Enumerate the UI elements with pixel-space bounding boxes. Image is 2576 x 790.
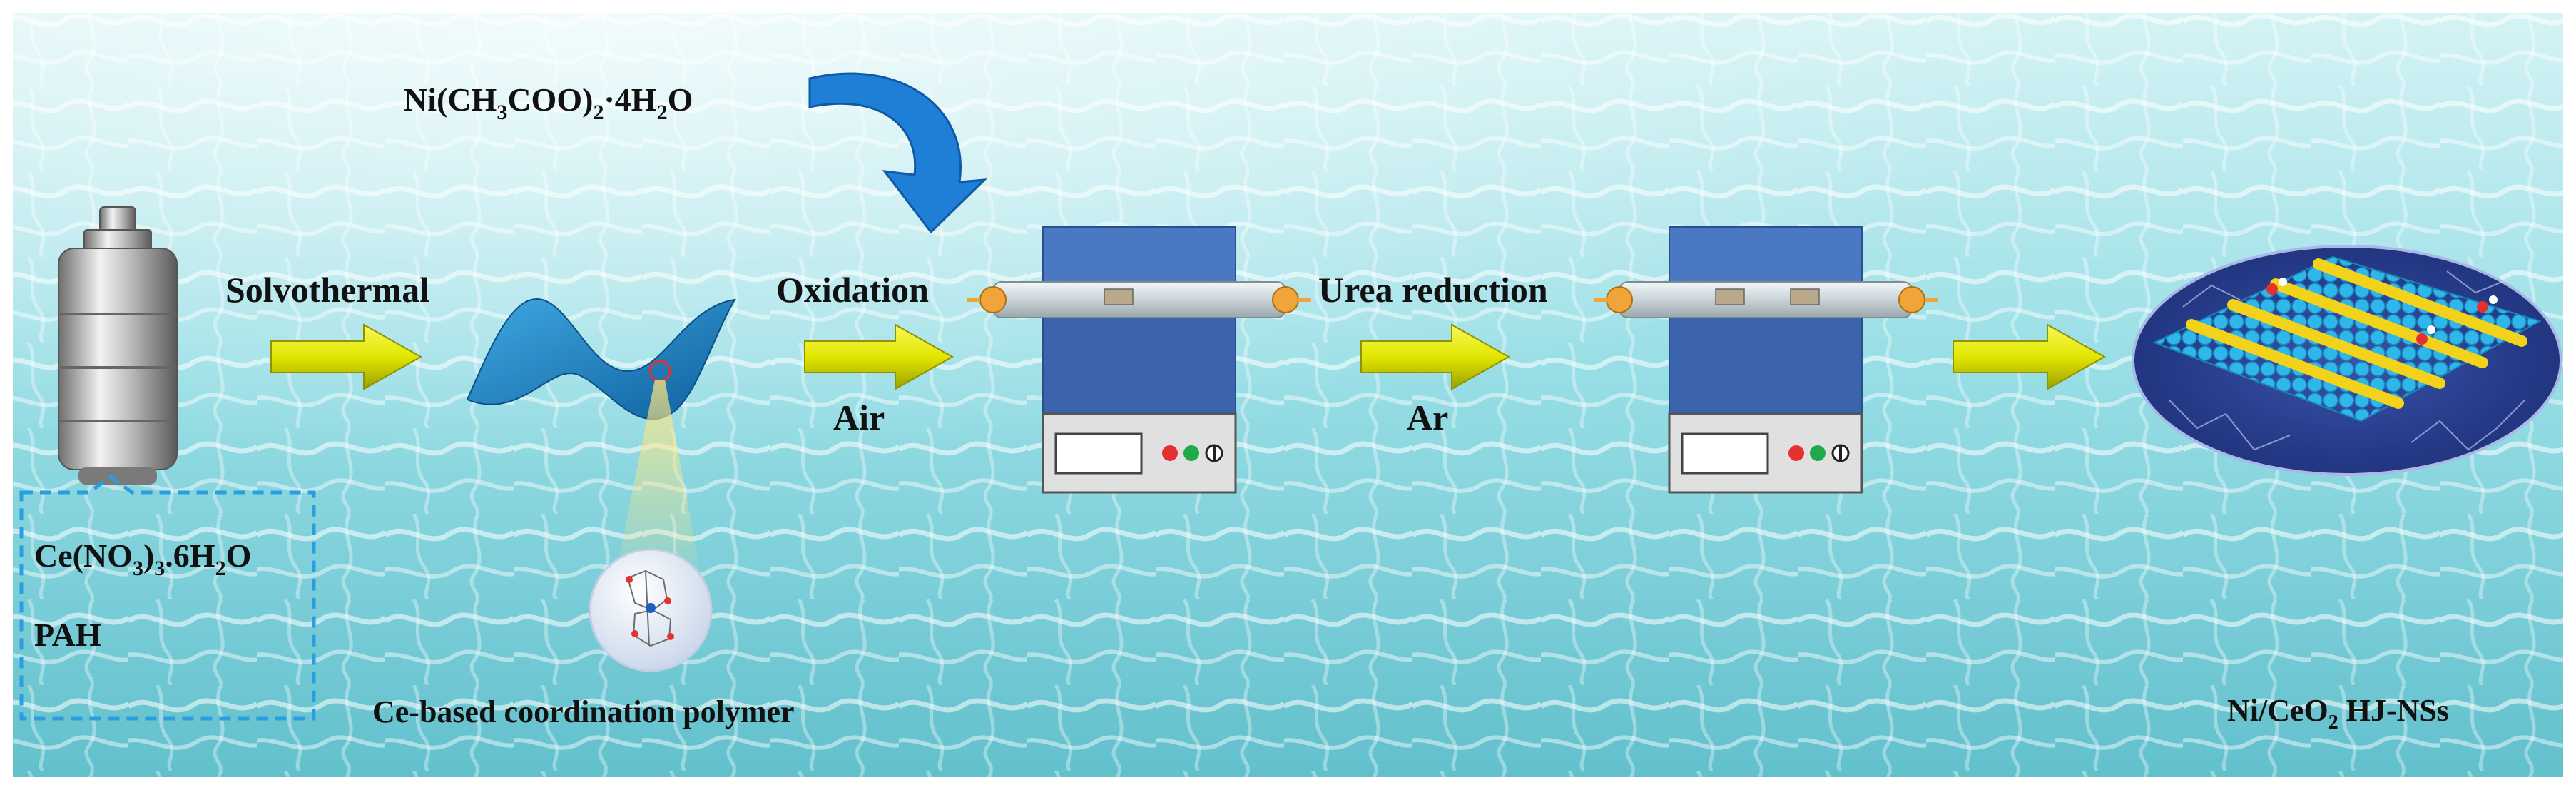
pah-label: PAH bbox=[34, 617, 101, 653]
precursor-box bbox=[19, 474, 316, 721]
autoclave-icon bbox=[58, 206, 178, 485]
heterojunction-nanosheet-icon bbox=[2132, 245, 2562, 476]
polymer-label: Ce-based coordination polymer bbox=[372, 694, 795, 729]
oxidation-label: Oxidation bbox=[776, 270, 929, 310]
sunlight-glow bbox=[13, 13, 2563, 777]
arrow-product-icon bbox=[1953, 323, 2107, 390]
nanosheet-icon bbox=[466, 298, 736, 585]
cerium-nitrate-label: Ce(NO3)3.6H2O bbox=[34, 537, 251, 580]
ar-label: Ar bbox=[1407, 397, 1448, 437]
tube-furnace-icon-2 bbox=[1594, 226, 1938, 494]
solvothermal-label: Solvothermal bbox=[225, 270, 429, 310]
urea-reduction-label: Urea reduction bbox=[1318, 270, 1548, 310]
air-label: Air bbox=[833, 397, 885, 437]
coordination-polymer-bubble-icon bbox=[589, 548, 713, 672]
arrow-solvothermal-icon bbox=[270, 323, 423, 390]
arrow-urea-reduction-icon bbox=[1360, 323, 1511, 390]
curved-arrow-icon bbox=[808, 72, 988, 234]
arrow-oxidation-icon bbox=[804, 323, 954, 390]
tube-furnace-icon bbox=[967, 226, 1311, 494]
nickel-reagent-label: Ni(CH3COO)2·4H2O bbox=[404, 81, 693, 124]
product-label: Ni/CeO2 HJ-NSs bbox=[2227, 693, 2449, 734]
